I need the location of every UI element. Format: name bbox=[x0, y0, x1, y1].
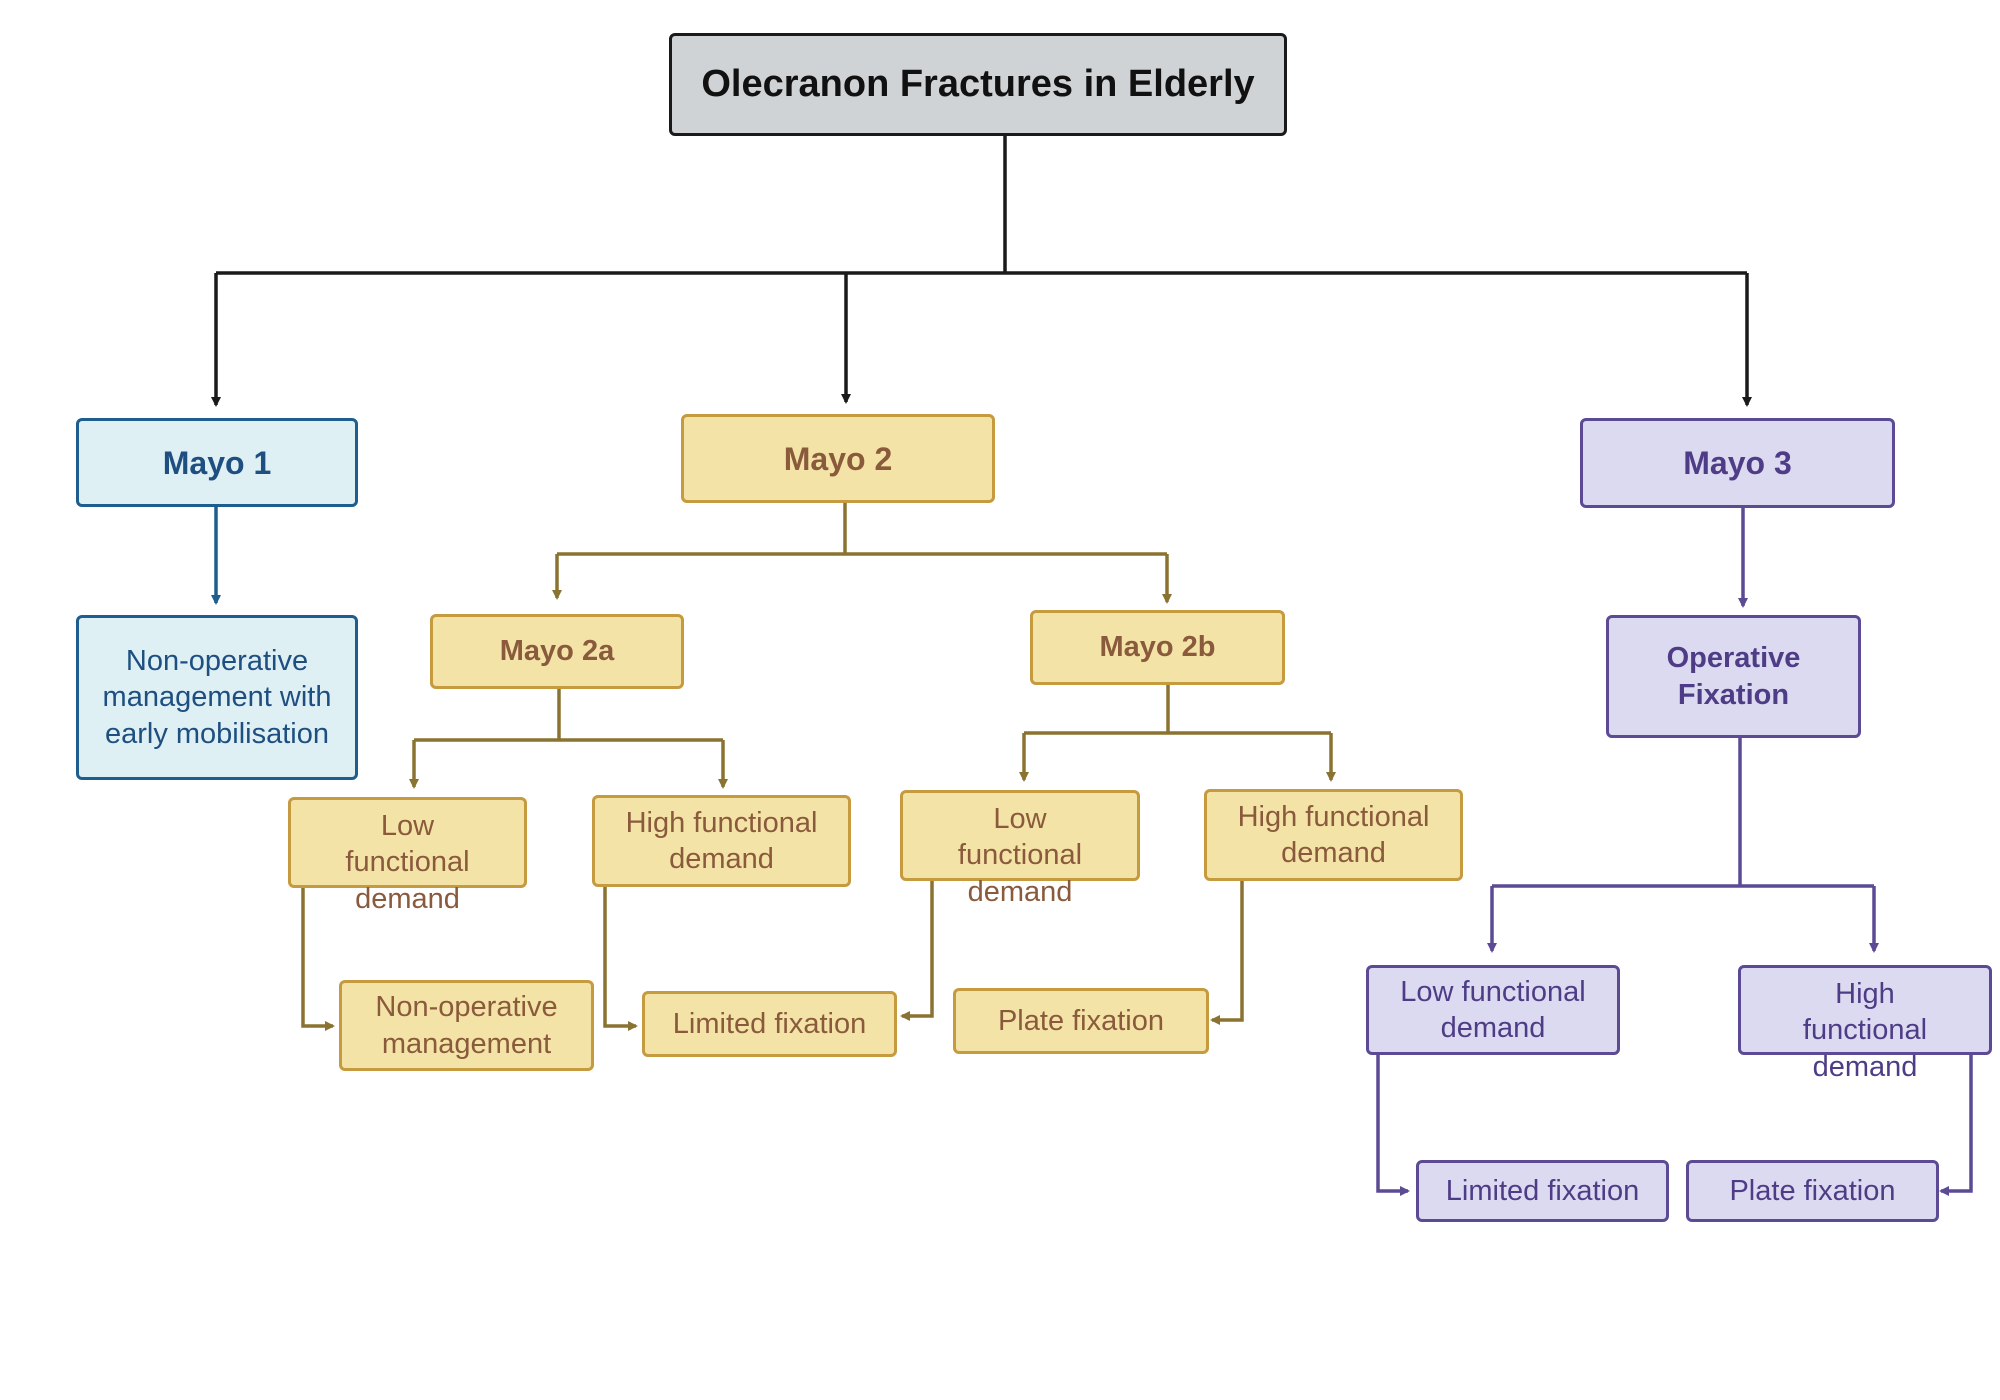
mayo3-high-demand: High functional demand bbox=[1802, 978, 1928, 1083]
arrow-3-high-to-treatment bbox=[1939, 1053, 1973, 1196]
page-title: Olecranon Fractures in Elderly bbox=[701, 62, 1255, 105]
arrow-2b-high-to-treatment bbox=[1210, 880, 1244, 1025]
mayo2b-low-treatment: Plate fixation bbox=[997, 1004, 1165, 1037]
arrow-2b-low-to-treatment bbox=[900, 880, 934, 1021]
mayo2b-high-demand-box: High functional demand bbox=[1204, 789, 1463, 881]
mayo3-low-demand-box: Low functional demand bbox=[1366, 965, 1620, 1055]
mayo3-label: Mayo 3 bbox=[1683, 445, 1792, 481]
arrow-3-low-to-treatment bbox=[1376, 1053, 1410, 1196]
mayo1-box: Mayo 1 bbox=[76, 418, 358, 507]
mayo2a-box: Mayo 2a bbox=[430, 614, 684, 689]
mayo3-low-treatment: Limited fixation bbox=[1445, 1174, 1640, 1207]
mayo3-low-treatment-box: Limited fixation bbox=[1416, 1160, 1669, 1222]
mayo3-high-treatment-box: Plate fixation bbox=[1686, 1160, 1939, 1222]
mayo2a-low-treatment-box: Non-operative management bbox=[339, 980, 594, 1071]
mayo3-box: Mayo 3 bbox=[1580, 418, 1895, 508]
mayo1-label: Mayo 1 bbox=[162, 444, 272, 481]
mayo2b-low-demand: Low functional demand bbox=[957, 803, 1083, 908]
mayo3-low-demand: Low functional demand bbox=[1400, 975, 1586, 1044]
mayo2a-high-demand-box: High functional demand bbox=[592, 795, 851, 887]
mayo2a-low-treatment: Non-operative management bbox=[375, 991, 558, 1060]
mayo3-high-treatment: Plate fixation bbox=[1729, 1174, 1896, 1207]
mayo3-treatment-box: Operative Fixation bbox=[1606, 615, 1861, 738]
root-title-box: Olecranon Fractures in Elderly bbox=[669, 33, 1287, 136]
mayo2b-low-treatment-box: Plate fixation bbox=[953, 988, 1209, 1054]
mayo3-high-demand-box: High functional demand bbox=[1738, 965, 1992, 1083]
mayo2b-high-demand: High functional demand bbox=[1237, 800, 1430, 869]
mayo2a-low-demand: Low functional demand bbox=[345, 810, 470, 915]
mayo1-treatment: Non-operative management with early mobi… bbox=[102, 645, 332, 750]
mayo2a-high-treatment: Limited fixation bbox=[672, 1007, 867, 1040]
arrow-2a-low-to-treatment bbox=[301, 887, 335, 1031]
mayo2-label: Mayo 2 bbox=[783, 440, 893, 477]
mayo2a-label: Mayo 2a bbox=[499, 635, 615, 668]
mayo2a-high-treatment-box: Limited fixation bbox=[642, 991, 897, 1057]
mayo2b-low-demand-box: Low functional demand bbox=[900, 790, 1140, 908]
mayo2-box: Mayo 2 bbox=[681, 414, 995, 503]
mayo2a-high-demand: High functional demand bbox=[625, 806, 818, 875]
mayo2a-low-demand-box: Low functional demand bbox=[288, 797, 527, 915]
mayo2b-box: Mayo 2b bbox=[1030, 610, 1285, 685]
arrow-2a-high-to-treatment bbox=[603, 887, 638, 1031]
mayo2b-label: Mayo 2b bbox=[1099, 631, 1216, 664]
mayo1-treatment-box: Non-operative management with early mobi… bbox=[76, 615, 358, 780]
mayo3-treatment: Operative Fixation bbox=[1666, 642, 1801, 711]
